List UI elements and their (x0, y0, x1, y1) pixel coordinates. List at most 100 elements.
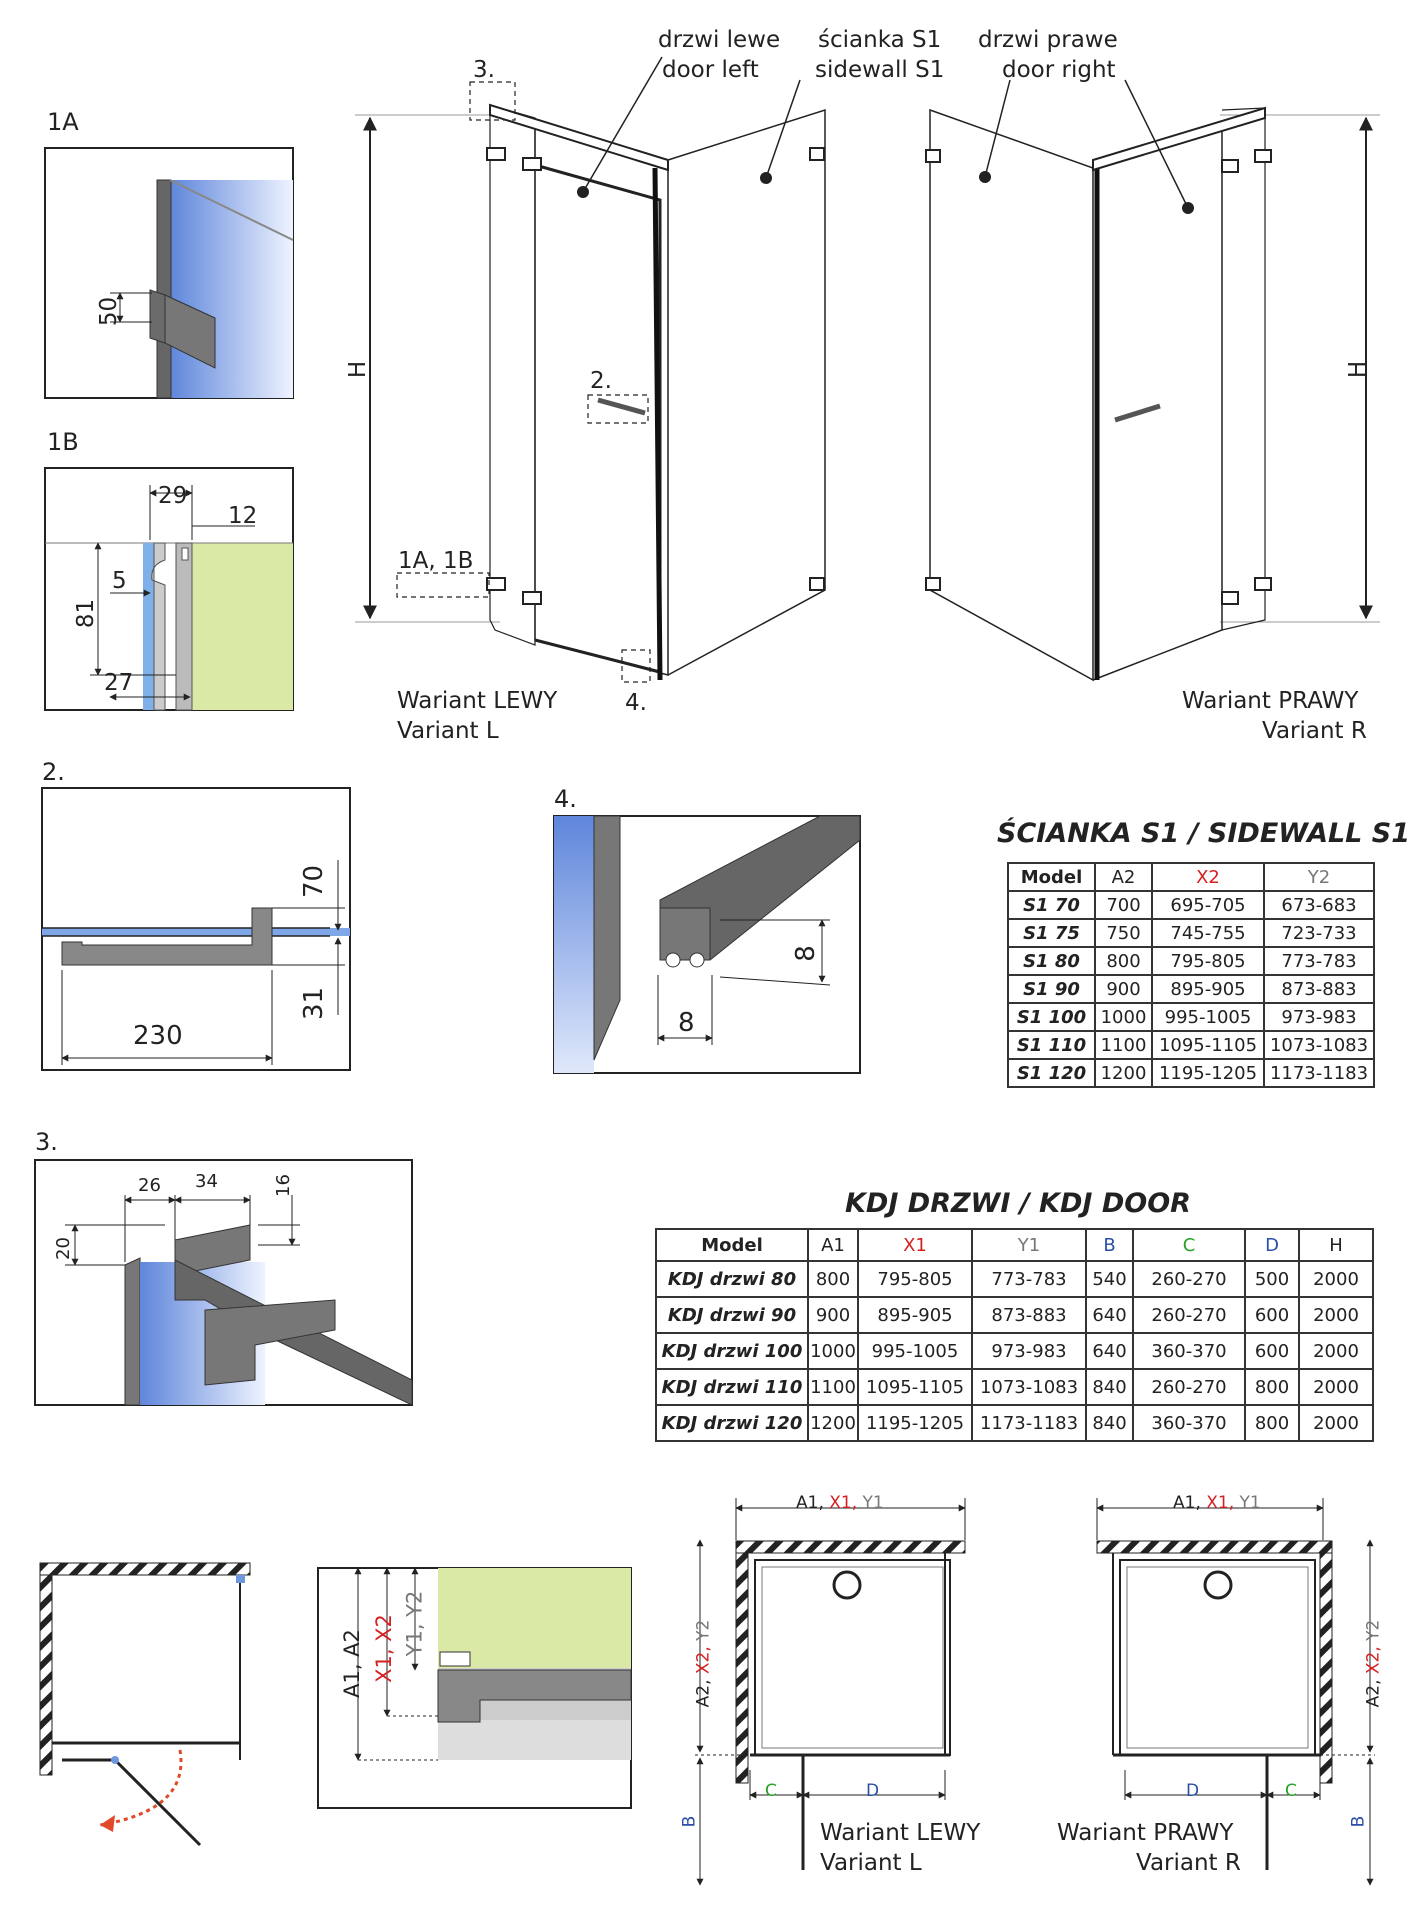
cell-x1: 1095-1105 (857, 1368, 973, 1406)
cell-x2: 745-755 (1151, 918, 1265, 948)
cell-model: S1 90 (1007, 974, 1096, 1004)
header-x2: X2 (1151, 862, 1265, 892)
label-x1: X1, (829, 1493, 858, 1513)
cell-y2: 973-983 (1263, 1002, 1375, 1032)
header-model: Model (655, 1228, 809, 1262)
cell-h: 2000 (1298, 1332, 1374, 1370)
ref-3-main: 3. (473, 57, 495, 83)
cell-a1: 1200 (807, 1404, 859, 1442)
header-model: Model (1007, 862, 1096, 892)
door-table-title: KDJ DRZWI / KDJ DOOR (845, 1188, 1191, 1219)
detail-1a-title: 1A (47, 108, 79, 136)
header-a1: A1 (807, 1228, 859, 1262)
door-left-en: door left (662, 57, 759, 83)
cell-model: S1 100 (1007, 1002, 1096, 1032)
cell-a1: 1000 (807, 1332, 859, 1370)
cell-model: KDJ drzwi 110 (655, 1368, 809, 1406)
cell-h: 2000 (1298, 1260, 1374, 1298)
cell-b: 640 (1085, 1332, 1134, 1370)
cell-y2: 1173-1183 (1263, 1058, 1375, 1088)
cell-d: 800 (1244, 1368, 1300, 1406)
cell-a2: 900 (1094, 974, 1153, 1004)
header-d: D (1244, 1228, 1300, 1262)
cell-d: 800 (1244, 1404, 1300, 1442)
cell-a1: 800 (807, 1260, 859, 1298)
cell-model: S1 80 (1007, 946, 1096, 976)
label-y1: Y1 (1239, 1493, 1261, 1513)
header-b: B (1085, 1228, 1134, 1262)
cell-y1: 1173-1183 (971, 1404, 1087, 1442)
header-y2: Y2 (1263, 862, 1375, 892)
cell-a1: 1100 (807, 1368, 859, 1406)
cell-a2: 800 (1094, 946, 1153, 976)
cell-model: S1 70 (1007, 890, 1096, 920)
detail-2-title: 2. (42, 758, 65, 786)
header-c: C (1132, 1228, 1246, 1262)
cell-model: S1 75 (1007, 918, 1096, 948)
label-y1: Y1 (862, 1493, 884, 1513)
door-left-pl: drzwi lewe (658, 27, 781, 53)
detail-4-title: 4. (554, 785, 577, 813)
cell-c: 260-270 (1132, 1296, 1246, 1334)
cell-y1: 773-783 (971, 1260, 1087, 1298)
cell-h: 2000 (1298, 1296, 1374, 1334)
dim-70: 70 (299, 864, 330, 899)
dim-h-right: H (1345, 360, 1372, 379)
cell-b: 840 (1085, 1404, 1134, 1442)
label-y2: Y2 (693, 1619, 714, 1641)
door-right-en: door right (1002, 57, 1116, 83)
dim-8-horizontal: 8 (678, 1008, 695, 1038)
ref-1a1b-main: 1A, 1B (398, 548, 474, 574)
cell-b: 540 (1085, 1260, 1134, 1298)
dim-81: 81 (73, 598, 100, 629)
cell-y2: 1073-1083 (1263, 1030, 1375, 1060)
label-a2: A2, (1363, 1679, 1384, 1708)
cell-y2: 723-733 (1263, 918, 1375, 948)
cell-model: KDJ drzwi 90 (655, 1296, 809, 1334)
cell-model: S1 110 (1007, 1030, 1096, 1060)
label-a1a2: A1, A2 (339, 1629, 364, 1698)
cell-h: 2000 (1298, 1404, 1374, 1442)
cell-x1: 795-805 (857, 1260, 973, 1298)
cell-x2: 1095-1105 (1151, 1030, 1265, 1060)
plan-left-a2: A2, X2, Y2 (690, 1620, 717, 1708)
cell-x1: 895-905 (857, 1296, 973, 1334)
cell-a1: 900 (807, 1296, 859, 1334)
cell-x1: 1195-1205 (857, 1404, 973, 1442)
label-y2: Y2 (1363, 1619, 1384, 1641)
variant-left-pl: Wariant LEWY (397, 688, 558, 714)
dim-12: 12 (228, 503, 258, 529)
plan-variant-right (1096, 1498, 1375, 1886)
dim-230: 230 (133, 1021, 183, 1051)
cell-y2: 873-883 (1263, 974, 1375, 1004)
variant-right-pl: Wariant PRAWY (1182, 688, 1359, 714)
cell-c: 260-270 (1132, 1368, 1246, 1406)
ref-2-main: 2. (590, 368, 612, 394)
dim-16: 16 (272, 1174, 294, 1197)
plan-right-a2: A2, X2, Y2 (1360, 1620, 1387, 1708)
plan-left-c: C (765, 1781, 777, 1801)
plan-left-d: D (866, 1781, 880, 1801)
cell-x2: 695-705 (1151, 890, 1265, 920)
detail-3 (34, 1159, 413, 1406)
cell-d: 500 (1244, 1260, 1300, 1298)
cell-a2: 750 (1094, 918, 1153, 948)
cell-x2: 795-805 (1151, 946, 1265, 976)
label-y1y2: Y1, Y2 (402, 1590, 427, 1657)
detail-1b-title: 1B (47, 428, 79, 456)
plan-section (317, 1567, 632, 1809)
enclosure-variant-left (355, 56, 826, 683)
cell-y1: 873-883 (971, 1296, 1087, 1334)
table-header-row: Model A1 X1 Y1 B C D H (655, 1228, 1374, 1262)
plan-variant-right-en: Variant R (1136, 1850, 1241, 1876)
